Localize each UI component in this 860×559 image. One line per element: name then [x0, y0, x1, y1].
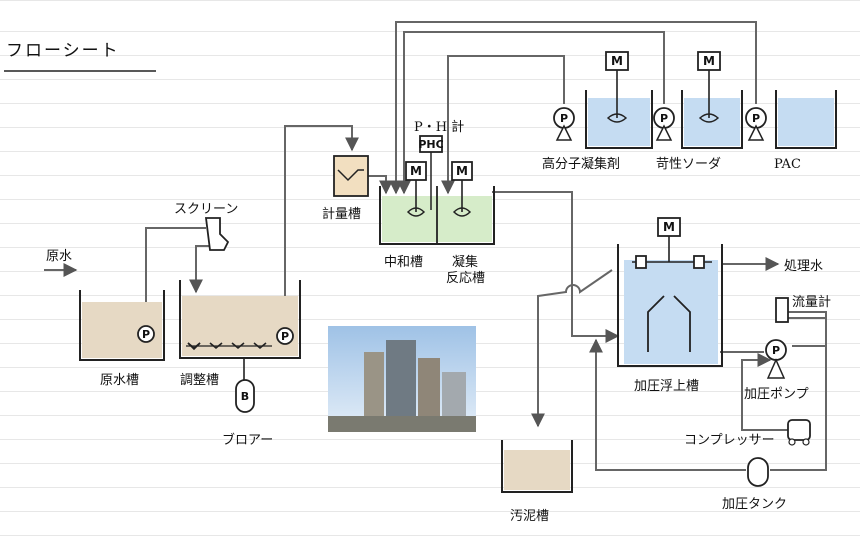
labels: 原水 スクリーン 原水槽 調整槽 ブロアー 計量槽 P・H 計 中和槽 凝集 反… [46, 119, 831, 524]
pac-pump-base [747, 124, 765, 141]
caustic-impeller-icon [698, 113, 720, 123]
blower-icon [235, 379, 255, 413]
weir-icon [337, 169, 364, 182]
pipe-screen-to-adjust-tank [189, 245, 212, 294]
sludge-tank [501, 440, 573, 493]
pipe-screen-to-raw-tank [139, 227, 206, 322]
polymer-motor-symbol: M [611, 54, 623, 68]
adjust-tank-pump-icon [276, 327, 294, 345]
label-coagulation-line1: 凝集 [452, 254, 478, 270]
pipe-daf-to-sludge [531, 269, 613, 428]
adjustment-tank: P B [179, 280, 301, 413]
daf-tank-wall [617, 244, 723, 367]
label-pressure-pump: 加圧ポンプ [744, 387, 809, 402]
daf-scraper-left [635, 255, 647, 269]
compressor-wheel-right [802, 438, 810, 446]
screen-icon [204, 217, 230, 251]
label-adjustment-tank: 調整槽 [180, 373, 219, 388]
pressure-pump-symbol: P [772, 344, 780, 357]
label-raw-water: 原水 [46, 249, 72, 264]
pipe-polymer-feed [441, 55, 565, 195]
raw-tank-pump-symbol: P [142, 328, 150, 341]
daf-baffle-left [647, 295, 665, 352]
caustic-pump-base [655, 124, 673, 141]
caustic-pump-symbol: P [660, 112, 668, 125]
label-ph-meter: P・H 計 [414, 119, 464, 135]
label-screen: スクリーン [174, 202, 238, 217]
raw-water-tank: P [79, 290, 165, 361]
sludge-tank-wall [501, 440, 573, 493]
polymer-pump-symbol: P [560, 112, 568, 125]
neutral-coag-tanks: PHC M M [379, 135, 495, 245]
label-daf-tank: 加圧浮上槽 [634, 379, 699, 394]
pressure-tank-icon [747, 457, 769, 487]
blower-symbol: B [241, 390, 249, 403]
label-flow-meter: 流量計 [792, 294, 831, 310]
label-metering-tank: 計量槽 [322, 206, 361, 222]
pipe-flowmeter-to-ptank [770, 311, 827, 471]
adjust-tank-pump-symbol: P [281, 330, 289, 343]
raw-water-tank-wall [79, 290, 165, 361]
label-caustic-soda: 苛性ソーダ [656, 157, 721, 172]
daf-scraper-right [693, 255, 705, 269]
pipe-compressor-to-pump [741, 353, 792, 431]
label-treated-water: 処理水 [784, 259, 823, 274]
pressure-pump-base [766, 358, 786, 379]
pac-tank-fill [778, 98, 834, 146]
pac-tank-wall [775, 90, 837, 149]
pipe-caustic-feed [397, 31, 665, 195]
daf-tank: M [617, 217, 723, 367]
photo-ground [328, 416, 476, 432]
photo-building-3 [418, 358, 440, 418]
aeration-diffusers-icon [187, 342, 267, 350]
flow-meter-icon [775, 297, 789, 323]
pipe-adjust-to-metering [284, 125, 359, 332]
adjustment-tank-wall [179, 280, 301, 359]
coag-impeller-icon [452, 207, 472, 217]
daf-motor-symbol: M [663, 220, 675, 234]
polymer-pump-base [555, 124, 573, 141]
neutral-motor-symbol: M [410, 164, 422, 178]
pac-pump-symbol: P [752, 112, 760, 125]
coag-motor-symbol: M [456, 164, 468, 178]
caustic-tank-wall [681, 90, 743, 149]
polymer-impeller-icon [606, 113, 628, 123]
label-pac: PAC [774, 157, 801, 172]
label-polymer: 高分子凝集剤 [542, 156, 620, 172]
photo-building-1 [364, 352, 384, 418]
plant-photo [328, 326, 476, 432]
label-raw-water-tank: 原水槽 [100, 373, 139, 388]
caustic-motor-symbol: M [703, 54, 715, 68]
page-title: フローシート [6, 41, 120, 61]
phc-symbol: PHC [418, 138, 443, 151]
label-compressor: コンプレッサー [684, 433, 775, 448]
pressure-pump: P [765, 339, 787, 379]
label-sludge-tank: 汚泥槽 [510, 509, 549, 524]
photo-building-4 [442, 372, 466, 418]
pipe-coag-to-daf [492, 191, 620, 343]
photo-building-2 [386, 340, 416, 418]
pipe-ptank-to-daf [589, 338, 746, 471]
metering-tank [333, 155, 369, 197]
sludge-tank-fill [504, 450, 570, 490]
polymer-tank-wall [585, 90, 653, 149]
compressor-icon [787, 419, 811, 441]
daf-tank-fill [624, 260, 718, 364]
label-neutralization-tank: 中和槽 [384, 255, 423, 270]
label-coagulation-line2: 反応槽 [446, 271, 485, 286]
pipe-metering-to-neutral [368, 175, 393, 195]
label-pressure-tank: 加圧タンク [722, 497, 787, 512]
compressor [787, 419, 811, 446]
label-blower: ブロアー [222, 432, 273, 448]
raw-tank-pump-icon [137, 325, 155, 343]
chemical-tanks: M P M P P [553, 51, 837, 149]
pipes [44, 21, 827, 471]
compressor-wheel-left [788, 438, 796, 446]
pipe-pump-to-flowmeter [785, 312, 827, 347]
daf-baffle-right [673, 295, 691, 352]
pipe-pac-feed [389, 21, 757, 195]
neutral-impeller-icon [406, 207, 426, 217]
